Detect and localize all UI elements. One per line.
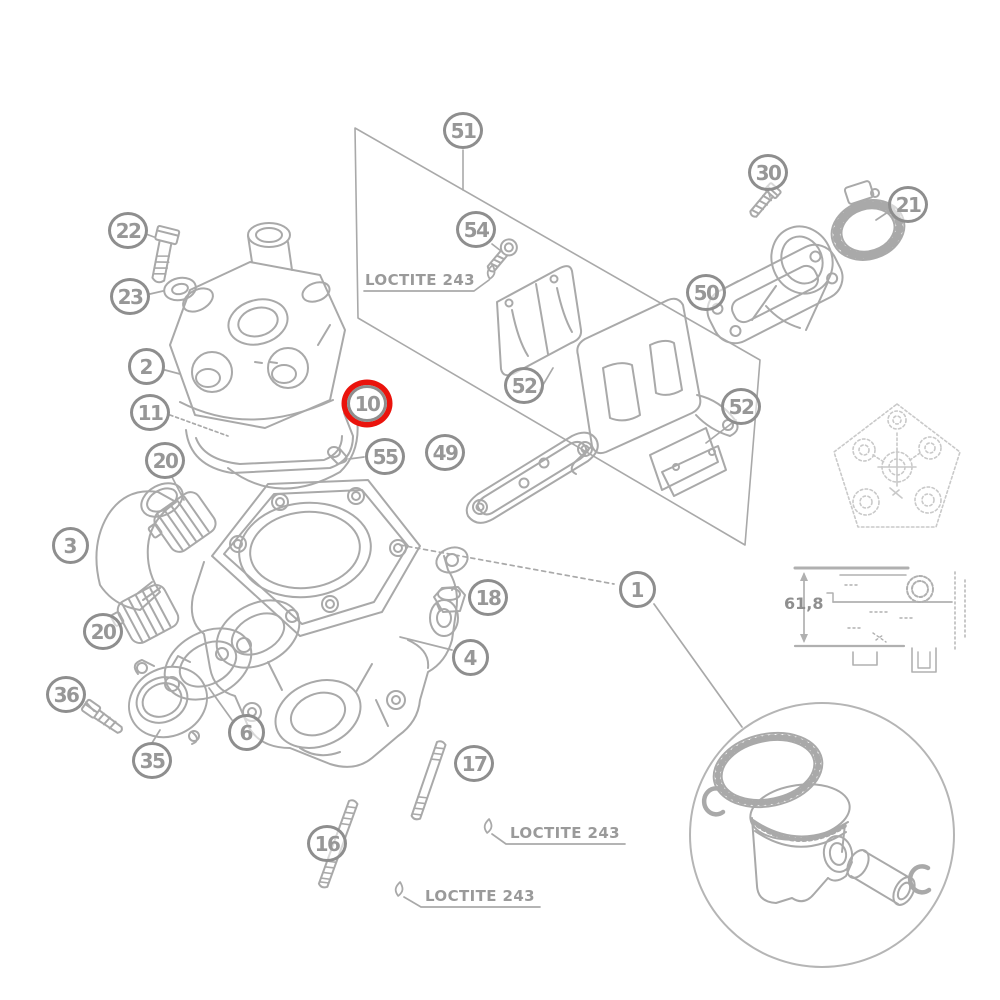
piston [749, 783, 854, 904]
reed-petals [496, 265, 583, 377]
loctite-label-bottom: LOCTITE 243 [425, 887, 536, 905]
reed-valve-block [570, 297, 739, 475]
callout-22[interactable]: 22 [108, 212, 148, 249]
callout-16[interactable]: 16 [307, 825, 347, 862]
callout-6[interactable]: 6 [228, 714, 265, 751]
callout-52-left[interactable]: 52 [504, 367, 544, 404]
callout-55[interactable]: 55 [365, 438, 405, 475]
exhaust-gaskets [163, 599, 301, 701]
callout-52-right[interactable]: 52 [721, 388, 761, 425]
callout-3[interactable]: 3 [52, 527, 89, 564]
reed-valve-group-outline [354, 127, 761, 546]
head-cover-gasket [185, 412, 354, 474]
stud-16 [317, 799, 359, 889]
callout-36[interactable]: 36 [46, 676, 86, 713]
callout-49[interactable]: 49 [425, 434, 465, 471]
callout-4[interactable]: 4 [452, 639, 489, 676]
hose-clamp-upper [147, 491, 217, 553]
nut [433, 586, 466, 613]
piston-kit-circle [689, 702, 955, 968]
circlip-left [701, 786, 726, 817]
callout-54[interactable]: 54 [456, 211, 496, 248]
callout-17[interactable]: 17 [454, 745, 494, 782]
exhaust-flange [128, 655, 208, 745]
loctite-label-mid: LOCTITE 243 [510, 824, 621, 842]
stud-17 [410, 740, 447, 821]
hose-clamp-lower [110, 584, 180, 644]
piston-ring [712, 731, 824, 809]
intake-boot [751, 225, 834, 331]
reed-screw [486, 238, 518, 273]
head-o-ring [227, 417, 359, 490]
circlip-right [907, 864, 932, 895]
reed-block-gasket [465, 431, 599, 524]
coolant-elbow-hose [95, 482, 184, 611]
dimension-drawing [793, 566, 966, 673]
callout-11[interactable]: 11 [130, 394, 170, 431]
loctite-drop-top [486, 264, 496, 280]
callout-51[interactable]: 51 [443, 112, 483, 149]
washer [163, 276, 197, 302]
callout-21[interactable]: 21 [888, 186, 928, 223]
callout-50[interactable]: 50 [686, 274, 726, 311]
head-cover-bolt [151, 225, 181, 284]
callout-20-upper[interactable]: 20 [145, 442, 185, 479]
loctite-drop-bottom [394, 881, 404, 897]
callout-2[interactable]: 2 [128, 348, 165, 385]
callout-20-lower[interactable]: 20 [83, 613, 123, 650]
callout-30[interactable]: 30 [748, 154, 788, 191]
callout-10-highlighted[interactable]: 10 [347, 385, 387, 422]
cylinder-head-cover [169, 222, 346, 429]
callout-23[interactable]: 23 [110, 278, 150, 315]
loctite-label-top: LOCTITE 243 [365, 271, 476, 289]
dowel [327, 446, 348, 465]
callout-1[interactable]: 1 [619, 571, 656, 608]
loctite-drop-mid [483, 818, 493, 834]
reed-stopper-plates [649, 427, 727, 497]
callout-18[interactable]: 18 [468, 579, 508, 616]
callout-35[interactable]: 35 [132, 742, 172, 779]
intake-flange [706, 243, 844, 345]
wrist-pin [846, 849, 916, 906]
head-gasket-pentagon [211, 479, 421, 637]
head-bottom-view [833, 403, 961, 528]
dimension-label: 61,8 [784, 594, 824, 613]
